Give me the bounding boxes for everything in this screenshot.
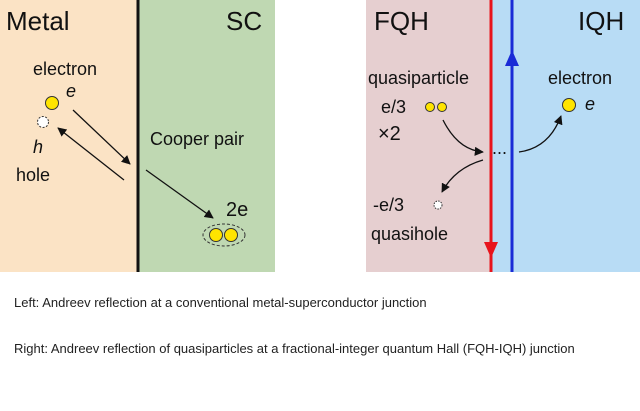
sc-region — [138, 0, 275, 272]
quasihole-charge: -e/3 — [373, 195, 404, 215]
electron-particle — [45, 96, 59, 110]
fqh-label: FQH — [374, 6, 429, 36]
right-panel: FQH IQH quasiparticle e/3 ×2 ... electro… — [366, 0, 640, 272]
blue-edge-arrow-icon — [505, 50, 519, 66]
cooper-pair-outline — [202, 223, 246, 247]
quasiparticle-in-arrow — [442, 119, 484, 156]
hole-label: hole — [16, 165, 50, 185]
hole-particle — [37, 116, 49, 128]
left-panel: Metal SC electron e h hole Cooper pair 2… — [0, 0, 275, 272]
caption-left: Left: Andreev reflection at a convention… — [14, 295, 427, 310]
cooper-arrow — [145, 169, 214, 219]
quasiparticle-charge: e/3 — [381, 97, 406, 117]
cooper-pair-label: Cooper pair — [150, 129, 244, 149]
cooper-electron-2 — [224, 228, 238, 242]
electron-symbol: e — [66, 81, 76, 101]
hole-symbol: h — [33, 137, 43, 157]
andreev-diagram: Metal SC electron e h hole Cooper pair 2… — [0, 0, 640, 272]
electron-label: electron — [33, 59, 97, 79]
electron-out-arrow — [518, 115, 563, 153]
electron-label-right: electron — [548, 68, 612, 88]
sc-label: SC — [226, 6, 262, 36]
red-edge-arrow-icon — [484, 242, 498, 258]
cooper-charge: 2e — [226, 199, 248, 221]
quasiparticle-multiplier: ×2 — [378, 123, 401, 145]
quasiparticle-2 — [437, 102, 447, 112]
quasihole-particle — [433, 200, 443, 210]
quasiparticle-label: quasiparticle — [368, 68, 469, 88]
fqh-region — [366, 0, 492, 272]
metal-label: Metal — [6, 6, 70, 36]
electron-in-arrow — [72, 109, 131, 165]
quasihole-label: quasihole — [371, 224, 448, 244]
electron-symbol-right: e — [585, 94, 595, 114]
junction-dots: ... — [492, 138, 507, 158]
hole-out-arrow — [57, 127, 125, 181]
electron-particle-right — [562, 98, 576, 112]
quasihole-out-arrow — [441, 159, 484, 193]
iqh-label: IQH — [578, 6, 624, 36]
caption-right: Right: Andreev reflection of quasipartic… — [14, 341, 575, 356]
iqh-region — [492, 0, 640, 272]
quasiparticle-1 — [425, 102, 435, 112]
cooper-electron-1 — [209, 228, 223, 242]
